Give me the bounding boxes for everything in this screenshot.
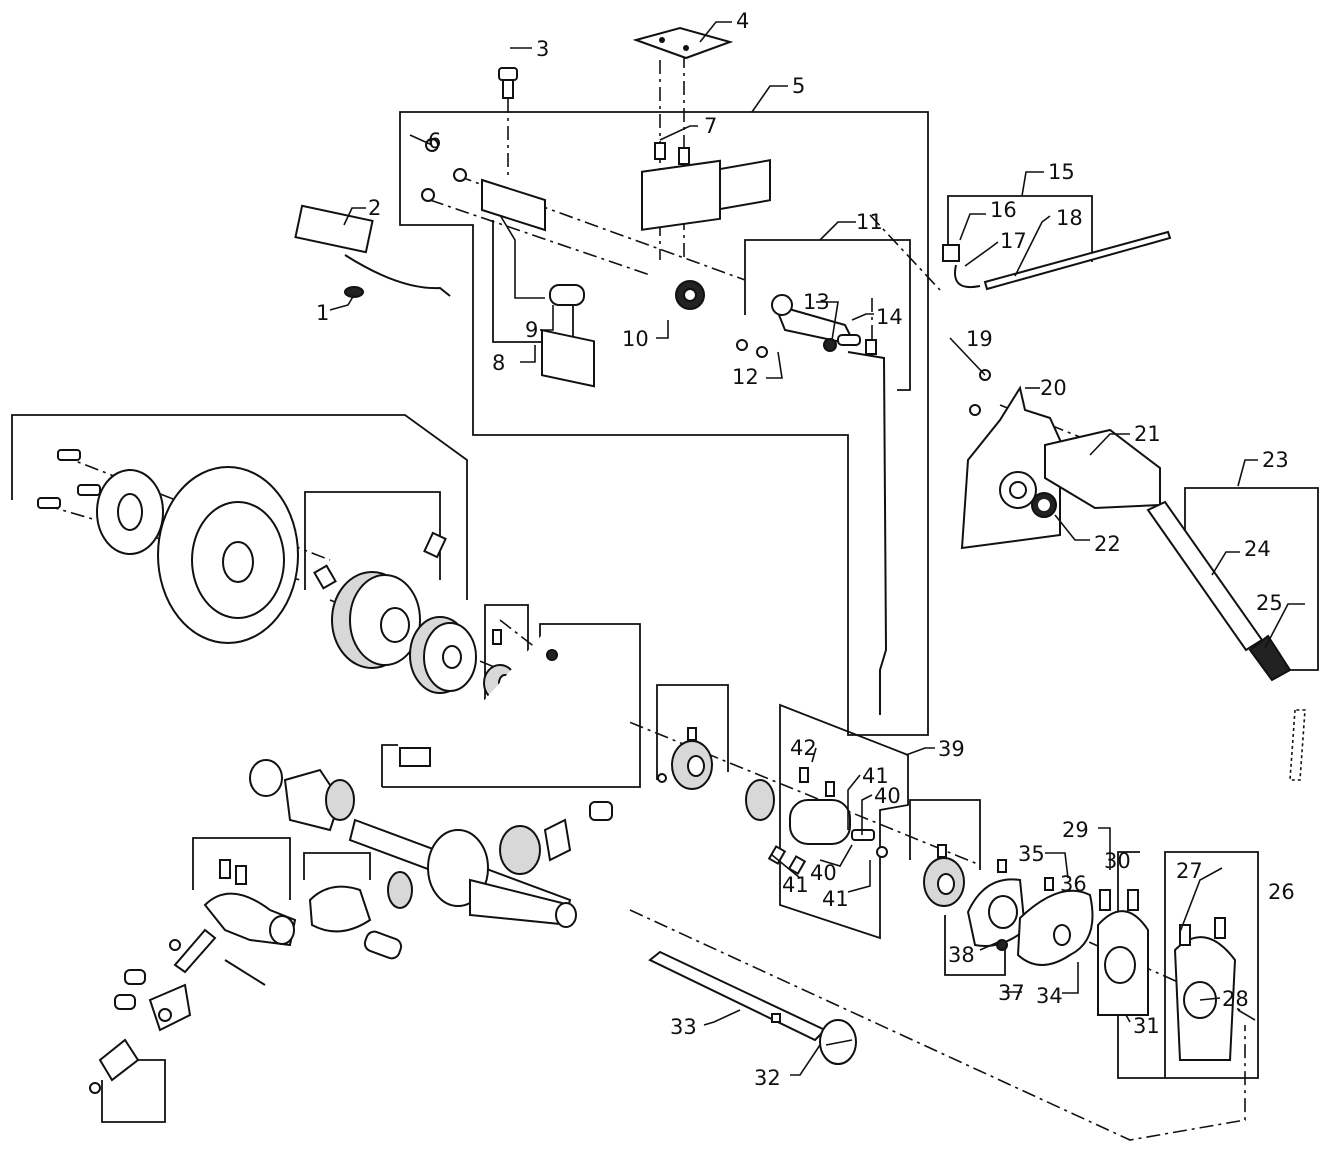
connector bbox=[399, 747, 431, 767]
callout-41c: 41 bbox=[822, 887, 849, 911]
rod-14 bbox=[847, 351, 888, 715]
rod-18 bbox=[983, 230, 1172, 291]
cam-39 bbox=[789, 799, 851, 845]
callout-19: 19 bbox=[966, 327, 993, 351]
frame-lever-left bbox=[192, 837, 291, 900]
clip-16 bbox=[942, 244, 960, 262]
callout-2: 2 bbox=[368, 196, 381, 220]
bracket-6 bbox=[481, 178, 546, 232]
frame-small-c bbox=[909, 799, 981, 870]
callout-16: 16 bbox=[990, 198, 1017, 222]
callout-9: 9 bbox=[525, 318, 538, 342]
callout-29: 29 bbox=[1062, 818, 1089, 842]
callout-5: 5 bbox=[792, 74, 805, 98]
frame-group-23 bbox=[1184, 487, 1319, 671]
callout-18: 18 bbox=[1056, 206, 1083, 230]
callout-4: 4 bbox=[736, 9, 749, 33]
callout-34: 34 bbox=[1036, 984, 1063, 1008]
callout-32: 32 bbox=[754, 1066, 781, 1090]
frame-group-5 bbox=[399, 111, 929, 736]
callout-1: 1 bbox=[316, 301, 329, 325]
frame-group-15 bbox=[947, 195, 1093, 262]
knob-25 bbox=[1248, 634, 1292, 682]
callout-10: 10 bbox=[622, 327, 649, 351]
callout-11: 11 bbox=[856, 210, 883, 234]
callout-3: 3 bbox=[536, 37, 549, 61]
frame-group-8 bbox=[492, 220, 574, 343]
callout-42: 42 bbox=[790, 736, 817, 760]
callout-17: 17 bbox=[1000, 229, 1027, 253]
callout-41a: 41 bbox=[862, 764, 889, 788]
callout-8: 8 bbox=[492, 351, 505, 375]
screw-3 bbox=[498, 67, 518, 81]
callout-40a: 40 bbox=[874, 784, 901, 808]
callout-24: 24 bbox=[1244, 537, 1271, 561]
plate-4 bbox=[632, 26, 734, 60]
bracket-2 bbox=[294, 204, 374, 254]
block-10 bbox=[641, 159, 721, 231]
callout-13: 13 bbox=[803, 290, 830, 314]
frame-group-37 bbox=[944, 915, 1006, 976]
callout-40b: 40 bbox=[810, 861, 837, 885]
handle-24 bbox=[1146, 500, 1264, 652]
roller-9 bbox=[549, 284, 585, 306]
washer-1 bbox=[344, 286, 364, 298]
callout-33: 33 bbox=[670, 1015, 697, 1039]
callout-23: 23 bbox=[1262, 448, 1289, 472]
callout-27: 27 bbox=[1176, 859, 1203, 883]
callout-12: 12 bbox=[732, 365, 759, 389]
callout-41b: 41 bbox=[782, 873, 809, 897]
callout-7: 7 bbox=[704, 114, 717, 138]
callout-37: 37 bbox=[998, 981, 1025, 1005]
callout-25: 25 bbox=[1256, 591, 1283, 615]
plate-11 bbox=[719, 159, 771, 211]
callout-15: 15 bbox=[1048, 160, 1075, 184]
callout-35: 35 bbox=[1018, 842, 1045, 866]
frame-lever-mid bbox=[303, 852, 371, 880]
callout-20: 20 bbox=[1040, 376, 1067, 400]
callout-28: 28 bbox=[1222, 987, 1249, 1011]
callout-36: 36 bbox=[1060, 872, 1087, 896]
callout-39: 39 bbox=[938, 737, 965, 761]
frame-group-11 bbox=[744, 239, 911, 391]
callout-21: 21 bbox=[1134, 422, 1161, 446]
callout-6: 6 bbox=[428, 129, 441, 153]
callout-26: 26 bbox=[1268, 880, 1295, 904]
callout-22: 22 bbox=[1094, 532, 1121, 556]
callout-38: 38 bbox=[948, 943, 975, 967]
callout-31: 31 bbox=[1133, 1014, 1160, 1038]
frame-lever-bottom bbox=[101, 1059, 166, 1123]
callout-14: 14 bbox=[876, 305, 903, 329]
callout-30: 30 bbox=[1104, 849, 1131, 873]
frame-pulley-group bbox=[11, 414, 468, 600]
